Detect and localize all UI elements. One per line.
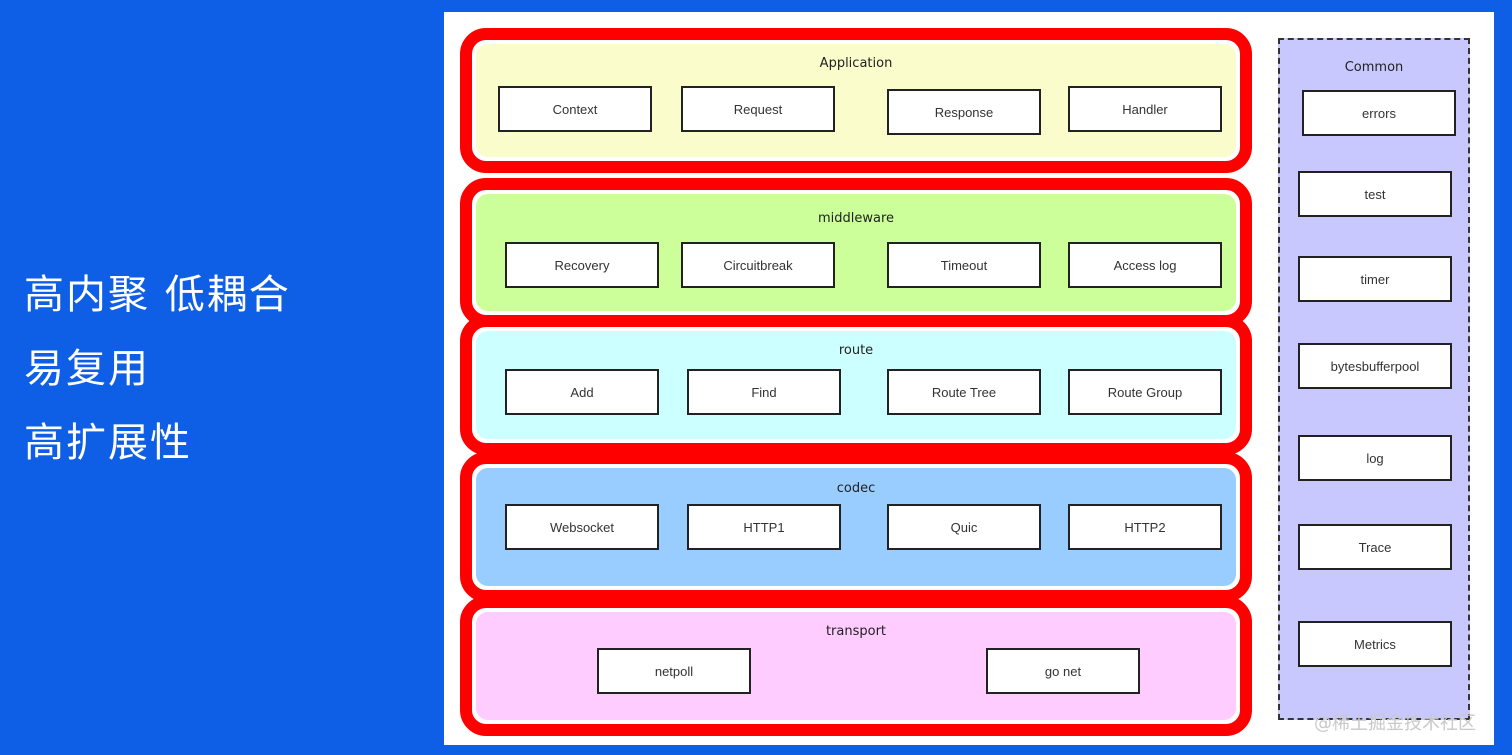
layer-middleware-fill: middleware Recovery Circuitbreak Timeout… xyxy=(476,194,1236,311)
box-request: Request xyxy=(681,86,835,132)
layer-codec-fill: codec Websocket HTTP1 Quic HTTP2 xyxy=(476,468,1236,586)
box-http1: HTTP1 xyxy=(687,504,841,550)
box-context: Context xyxy=(498,86,652,132)
layer-application-fill: Application Context Request Response Han… xyxy=(476,44,1236,157)
box-errors: errors xyxy=(1302,90,1456,136)
layer-route: route Add Find Route Tree Route Group xyxy=(460,315,1252,455)
box-response: Response xyxy=(887,89,1041,135)
layer-codec-title: codec xyxy=(836,481,876,496)
box-access-log: Access log xyxy=(1068,242,1222,288)
layer-application: Application Context Request Response Han… xyxy=(460,28,1252,173)
layer-transport: transport netpoll go net xyxy=(460,596,1252,736)
layer-middleware: middleware Recovery Circuitbreak Timeout… xyxy=(460,178,1252,327)
layer-codec: codec Websocket HTTP1 Quic HTTP2 xyxy=(460,452,1252,602)
box-websocket: Websocket xyxy=(505,504,659,550)
box-metrics: Metrics xyxy=(1298,621,1452,667)
box-timer: timer xyxy=(1298,256,1452,302)
layer-transport-title: transport xyxy=(825,624,887,639)
box-circuitbreak: Circuitbreak xyxy=(681,242,835,288)
layer-route-fill: route Add Find Route Tree Route Group xyxy=(476,331,1236,439)
layer-middleware-title: middleware xyxy=(817,211,895,226)
slogan-line-1: 高内聚 低耦合 xyxy=(24,272,291,318)
box-add: Add xyxy=(505,369,659,415)
layer-transport-fill: transport netpoll go net xyxy=(476,612,1236,720)
box-handler: Handler xyxy=(1068,86,1222,132)
common-title: Common xyxy=(1344,60,1404,75)
watermark-text: @稀土掘金技术社区 xyxy=(1314,713,1476,734)
architecture-diagram: Application Context Request Response Han… xyxy=(444,12,1494,745)
box-netpoll: netpoll xyxy=(597,648,751,694)
box-route-group: Route Group xyxy=(1068,369,1222,415)
box-test: test xyxy=(1298,171,1452,217)
slogan-line-3: 高扩展性 xyxy=(24,420,192,466)
box-go-net: go net xyxy=(986,648,1140,694)
box-log: log xyxy=(1298,435,1452,481)
common-panel: Common errors test timer bytesbufferpool… xyxy=(1278,38,1470,720)
box-timeout: Timeout xyxy=(887,242,1041,288)
box-http2: HTTP2 xyxy=(1068,504,1222,550)
box-bytesbufferpool: bytesbufferpool xyxy=(1298,343,1452,389)
slogan-line-2: 易复用 xyxy=(24,346,150,392)
layer-route-title: route xyxy=(838,343,874,358)
box-recovery: Recovery xyxy=(505,242,659,288)
layer-application-title: Application xyxy=(819,56,893,71)
box-trace: Trace xyxy=(1298,524,1452,570)
box-find: Find xyxy=(687,369,841,415)
box-route-tree: Route Tree xyxy=(887,369,1041,415)
box-quic: Quic xyxy=(887,504,1041,550)
